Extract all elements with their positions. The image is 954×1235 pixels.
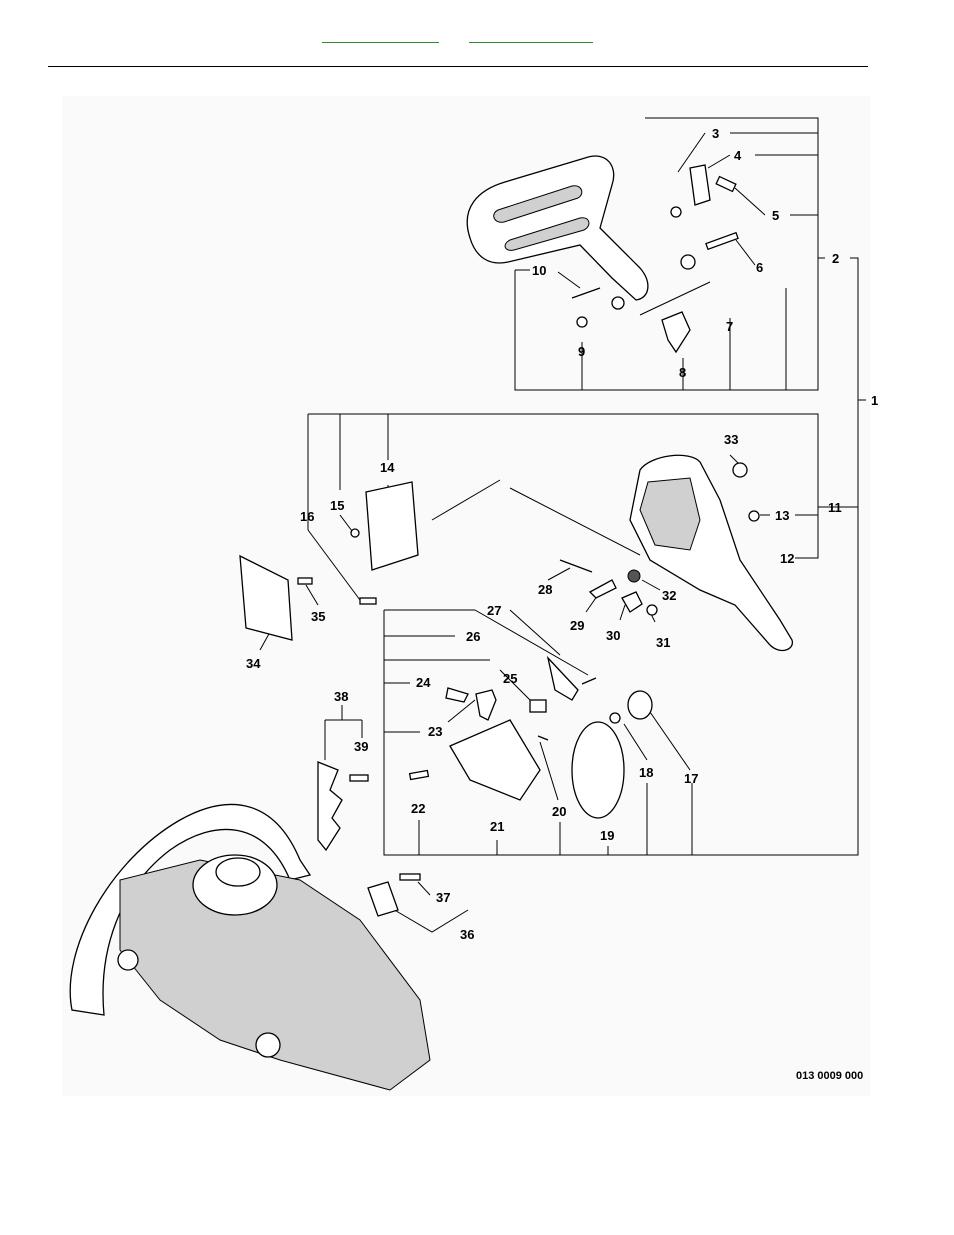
callout-25: 25 bbox=[503, 671, 517, 686]
drawing-code: 013 0009 000 bbox=[796, 1070, 863, 1082]
callout-37: 37 bbox=[436, 890, 450, 905]
callout-29: 29 bbox=[570, 618, 584, 633]
callout-26: 26 bbox=[466, 629, 480, 644]
callout-20: 20 bbox=[552, 804, 566, 819]
callout-36: 36 bbox=[460, 927, 474, 942]
callout-9: 9 bbox=[578, 344, 585, 359]
guide-plates bbox=[239, 481, 419, 641]
callout-17: 17 bbox=[684, 771, 698, 786]
brake-parts bbox=[408, 559, 658, 819]
header-divider bbox=[48, 66, 868, 67]
callout-15: 15 bbox=[330, 498, 344, 513]
clutch-cover bbox=[629, 454, 793, 652]
callout-11: 11 bbox=[828, 500, 842, 515]
callout-39: 39 bbox=[354, 739, 368, 754]
callout-13: 13 bbox=[775, 508, 789, 523]
callout-31: 31 bbox=[656, 635, 670, 650]
callout-28: 28 bbox=[538, 582, 552, 597]
callout-38: 38 bbox=[334, 689, 348, 704]
bracket-lines bbox=[307, 117, 866, 933]
callout-7: 7 bbox=[726, 319, 733, 334]
callout-18: 18 bbox=[639, 765, 653, 780]
callout-24: 24 bbox=[416, 675, 431, 690]
callout-10: 10 bbox=[532, 263, 546, 278]
leader-lines bbox=[259, 132, 787, 801]
front-hand-guard bbox=[466, 155, 649, 301]
callout-2: 2 bbox=[832, 251, 839, 266]
callout-5: 5 bbox=[772, 208, 779, 223]
callout-4: 4 bbox=[734, 148, 742, 163]
nav-link-next[interactable] bbox=[469, 24, 593, 43]
callout-32: 32 bbox=[662, 588, 676, 603]
callout-16: 16 bbox=[300, 509, 314, 524]
callout-34: 34 bbox=[246, 656, 261, 671]
small-parts bbox=[571, 164, 760, 522]
callout-3: 3 bbox=[712, 126, 719, 141]
callout-8: 8 bbox=[679, 365, 686, 380]
bumper-spike bbox=[317, 761, 369, 852]
callout-23: 23 bbox=[428, 724, 442, 739]
engine-body bbox=[69, 803, 431, 1091]
callout-22: 22 bbox=[411, 801, 425, 816]
nav-link-previous[interactable] bbox=[322, 24, 439, 43]
callout-27: 27 bbox=[487, 603, 501, 618]
callout-30: 30 bbox=[606, 628, 620, 643]
callout-14: 14 bbox=[380, 460, 395, 475]
callout-6: 6 bbox=[756, 260, 763, 275]
callout-33: 33 bbox=[724, 432, 738, 447]
callout-19: 19 bbox=[600, 828, 614, 843]
callout-labels: 1 2 3 4 5 6 7 8 9 10 11 12 13 14 15 16 1… bbox=[246, 126, 878, 1082]
callout-21: 21 bbox=[490, 819, 504, 834]
callout-1: 1 bbox=[871, 393, 878, 408]
callout-12: 12 bbox=[780, 551, 794, 566]
callout-35: 35 bbox=[311, 609, 325, 624]
